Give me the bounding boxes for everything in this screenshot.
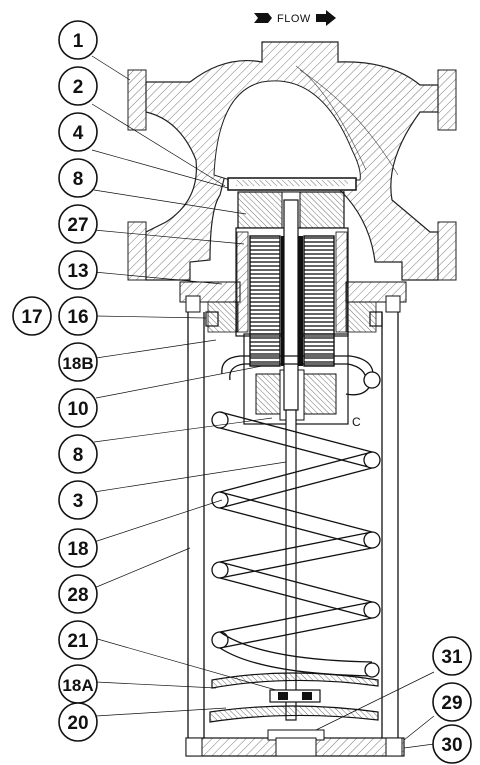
callout-label: 8 [73, 445, 84, 466]
flow-arrow-right-icon [316, 10, 336, 26]
spring-plates [209, 672, 379, 723]
callout-label: 30 [441, 735, 462, 756]
callout-27: 27 [58, 204, 98, 244]
callout-8-lower: 8 [58, 434, 98, 474]
callout-label: 31 [441, 647, 463, 668]
callout-label: 10 [67, 399, 88, 420]
flow-indicator: FLOW [254, 10, 336, 26]
callout-label: 8 [73, 169, 84, 190]
callout-label: 27 [67, 215, 88, 236]
base-plate [185, 729, 405, 757]
callout-13: 13 [58, 250, 98, 290]
callout-17: 17 [12, 296, 52, 336]
callout-label: 18B [62, 354, 93, 373]
callout-label: 29 [441, 693, 462, 714]
callout-31: 31 [432, 636, 472, 676]
callout-10: 10 [58, 388, 98, 428]
callout-label: 1 [73, 31, 84, 52]
valve-body [127, 41, 457, 281]
callout-29: 29 [432, 682, 472, 722]
bonnet-flange [179, 281, 407, 333]
callout-4: 4 [58, 112, 98, 152]
callout-18b: 18B [58, 342, 98, 382]
callout-label: 18 [67, 539, 88, 560]
callout-18a: 18A [58, 664, 98, 704]
leader-lines [91, 55, 435, 749]
callout-label: 2 [73, 77, 84, 98]
callout-21: 21 [58, 620, 98, 660]
callout-label: 21 [67, 631, 89, 652]
callout-label: 4 [73, 123, 84, 144]
callout-label: 3 [73, 491, 84, 512]
callout-30: 30 [432, 724, 472, 764]
callout-label: 13 [67, 261, 88, 282]
flow-arrow-left-icon [254, 13, 272, 23]
callout-8-upper: 8 [58, 158, 98, 198]
yoke-frame [187, 312, 399, 738]
callout-16: 16 [58, 296, 98, 336]
detail-label: C [352, 415, 361, 429]
callout-20: 20 [58, 702, 98, 742]
callout-label: 20 [67, 713, 88, 734]
callout-label: 18A [62, 676, 93, 695]
valve-stem [283, 199, 299, 721]
flow-label: FLOW [277, 13, 311, 25]
callout-2: 2 [58, 66, 98, 106]
callout-label: 16 [67, 307, 88, 328]
callout-18: 18 [58, 528, 98, 568]
callout-label: 17 [21, 307, 42, 328]
callout-1: 1 [58, 20, 98, 60]
callout-3: 3 [58, 480, 98, 520]
callout-28: 28 [58, 574, 98, 614]
spring [211, 355, 381, 678]
callout-label: 28 [67, 585, 88, 606]
